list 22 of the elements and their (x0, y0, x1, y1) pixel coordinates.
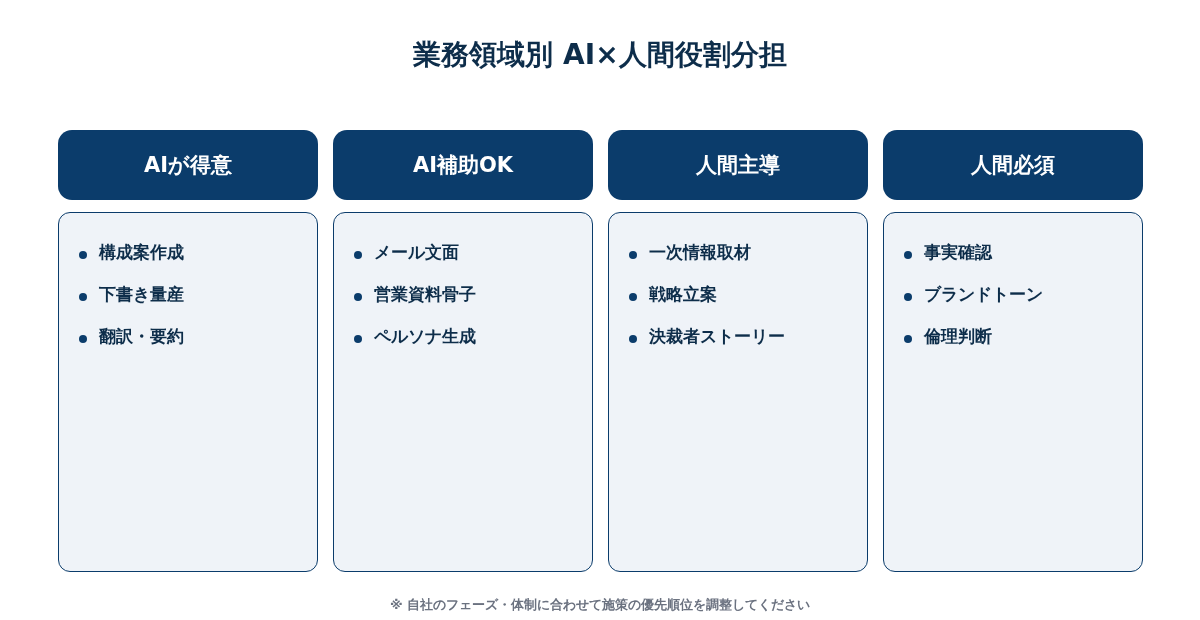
card-panel (608, 212, 868, 572)
column-header: AIが得意 (58, 130, 318, 200)
list-item: 倫理判断 (924, 325, 992, 347)
list-item: 戦略立案 (649, 283, 717, 305)
list-item: 決裁者ストーリー (649, 325, 785, 347)
list-item: 事実確認 (924, 241, 992, 263)
list-item: ペルソナ生成 (374, 325, 476, 347)
caption: ※ 自社のフェーズ・体制に合わせて施策の優先順位を調整してください (388, 596, 812, 614)
column-header: 人間主導 (608, 130, 868, 200)
card-panel (58, 212, 318, 572)
card-panel (883, 212, 1143, 572)
list-item: ブランドトーン (924, 283, 1043, 305)
card-panel (333, 212, 593, 572)
list-item: 下書き量産 (99, 283, 184, 305)
column-header: AI補助OK (333, 130, 593, 200)
column-header: 人間必須 (883, 130, 1143, 200)
list-item: 構成案作成 (99, 241, 184, 263)
list-item: 営業資料骨子 (374, 283, 476, 305)
list-item: 一次情報取材 (649, 241, 751, 263)
list-item: 翻訳・要約 (99, 325, 184, 347)
diagram-title: 業務領域別 AI×人間役割分担 (412, 37, 788, 73)
list-item: メール文面 (374, 241, 459, 263)
